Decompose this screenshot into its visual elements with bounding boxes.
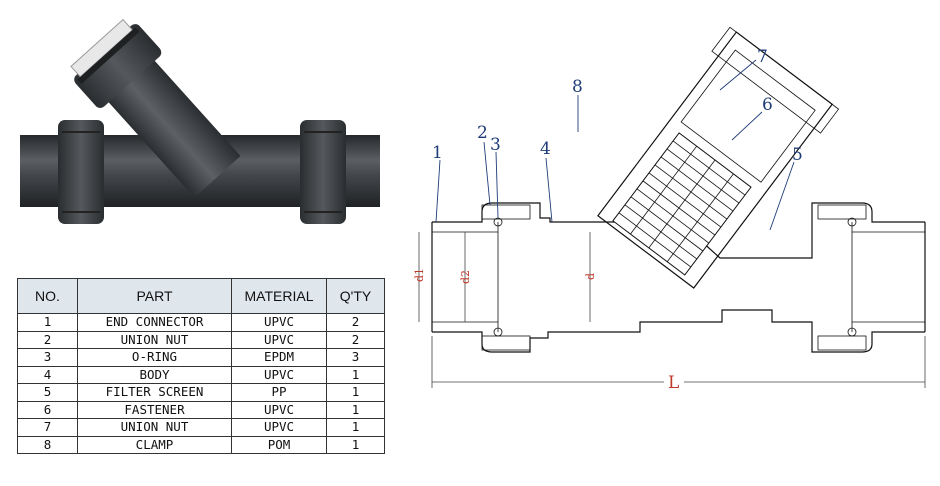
cell-qty: 1: [326, 365, 385, 384]
cell-material: PP: [231, 383, 327, 402]
cell-no: 5: [17, 383, 78, 402]
cell-no: 2: [17, 330, 78, 349]
dim-label-d: d: [584, 273, 597, 280]
cell-material: UPVC: [231, 418, 327, 437]
cell-no: 4: [17, 365, 78, 384]
cell-part: UNION NUT: [77, 330, 232, 349]
cell-material: UPVC: [231, 400, 327, 419]
dim-label-L: L: [668, 373, 679, 393]
callout-8: 8: [572, 77, 583, 97]
dim-label-d2: d2: [459, 270, 472, 284]
cell-material: UPVC: [231, 313, 327, 332]
cell-qty: 1: [326, 383, 385, 402]
cell-no: 6: [17, 400, 78, 419]
cell-no: 8: [17, 435, 78, 454]
cell-qty: 3: [326, 348, 385, 367]
cell-material: POM: [231, 435, 327, 454]
cell-no: 1: [17, 313, 78, 332]
callout-4: 4: [540, 139, 551, 159]
cell-qty: 2: [326, 330, 385, 349]
cell-qty: 1: [326, 435, 385, 454]
cell-part: O-RING: [77, 348, 232, 367]
callout-2: 2: [477, 123, 488, 143]
cell-part: BODY: [77, 365, 232, 384]
cell-no: 7: [17, 418, 78, 437]
cell-material: EPDM: [231, 348, 327, 367]
leader-lines: [435, 59, 795, 231]
cell-no: 3: [17, 348, 78, 367]
cell-part: END CONNECTOR: [77, 313, 232, 332]
callout-5: 5: [792, 145, 803, 165]
col-header-part: PART: [77, 278, 232, 314]
table-header-row: NO. PART MATERIAL Q'TY: [17, 278, 385, 314]
cell-part: UNION NUT: [77, 418, 232, 437]
callout-6: 6: [762, 95, 773, 115]
valve-body-outline: [431, 202, 926, 353]
cell-qty: 1: [326, 418, 385, 437]
cell-material: UPVC: [231, 365, 327, 384]
col-header-qty: Q'TY: [326, 278, 385, 314]
col-header-material: MATERIAL: [231, 278, 327, 314]
filter-screen-hatch: [618, 140, 746, 268]
cell-material: UPVC: [231, 330, 327, 349]
valve-product-image: [20, 18, 380, 224]
inclined-leg: [597, 26, 840, 289]
callout-3: 3: [490, 135, 501, 155]
cell-qty: 2: [326, 313, 385, 332]
col-header-no: NO.: [17, 278, 78, 314]
callout-7: 7: [757, 47, 768, 67]
cell-part: CLAMP: [77, 435, 232, 454]
cell-part: FILTER SCREEN: [77, 383, 232, 402]
cell-qty: 1: [326, 400, 385, 419]
cell-part: FASTENER: [77, 400, 232, 419]
dim-label-d1: d1: [413, 268, 426, 282]
callout-1: 1: [432, 143, 443, 163]
cross-section-drawing: d1 d2 d L 1 2 3 4 5 6 7 8: [413, 26, 926, 393]
